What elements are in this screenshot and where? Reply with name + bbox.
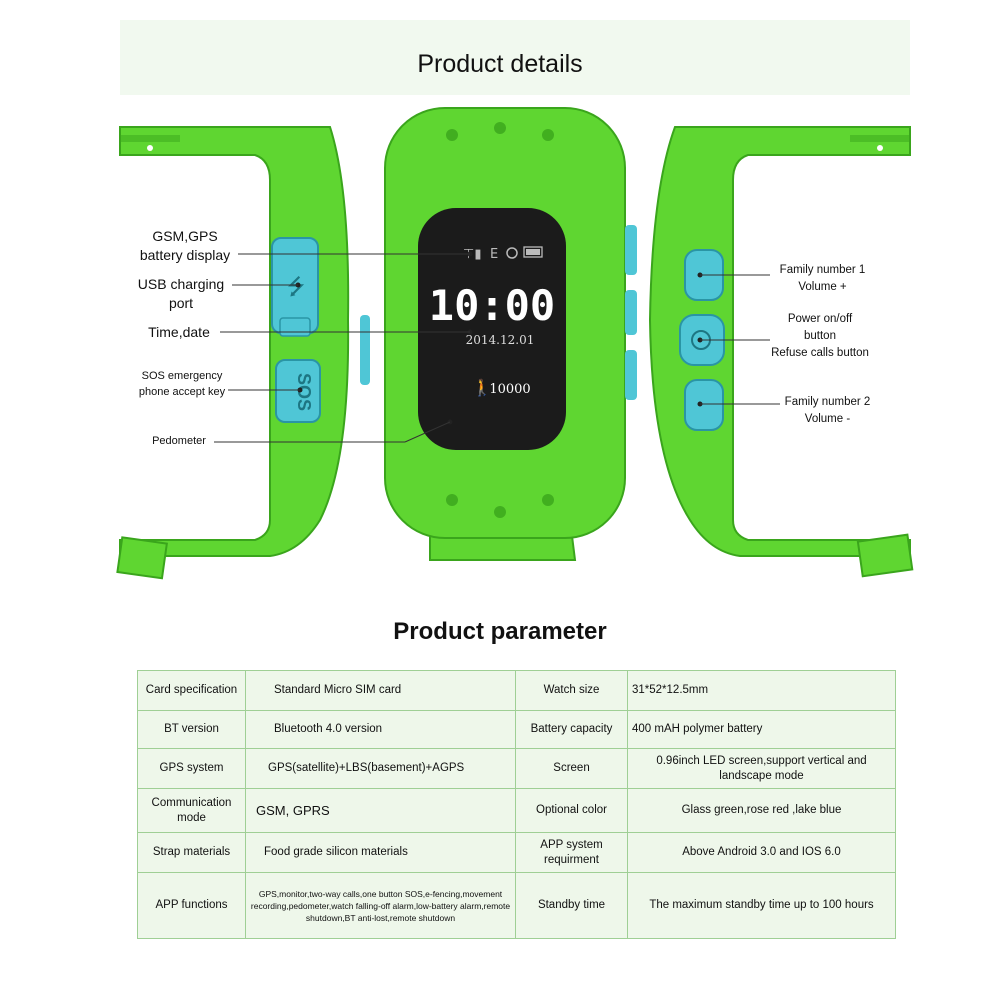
param-key: APP system requirment — [515, 832, 628, 873]
screen-steps: 10000 — [489, 382, 530, 397]
callout-pedometer: Pedometer — [152, 435, 206, 447]
callout-time-date: Time,date — [148, 324, 210, 340]
param-value: Food grade silicon materials — [245, 832, 516, 873]
param-value: Bluetooth 4.0 version — [245, 710, 516, 749]
params-title: Product parameter — [393, 618, 607, 645]
page-title: Product details — [417, 50, 583, 78]
param-value: 400 mAH polymer battery — [627, 710, 896, 749]
param-value: Glass green,rose red ,lake blue — [627, 788, 896, 833]
param-value: Above Android 3.0 and IOS 6.0 — [627, 832, 896, 873]
param-key: Communication mode — [137, 788, 246, 833]
param-value: Standard Micro SIM card — [245, 670, 516, 711]
param-value: 0.96inch LED screen,support vertical and… — [627, 748, 896, 789]
param-key: GPS system — [137, 748, 246, 789]
right-strap — [648, 126, 914, 578]
param-key: Standby time — [515, 872, 628, 939]
left-strap: ⭍ SOS — [116, 126, 370, 580]
param-value: GSM, GPRS — [245, 788, 516, 833]
params-table: Card specification Standard Micro SIM ca… — [137, 670, 896, 939]
table-row: GPS system GPS(satellite)+LBS(basement)+… — [137, 748, 896, 789]
param-key: Battery capacity — [515, 710, 628, 749]
param-key: Optional color — [515, 788, 628, 833]
table-row: BT version Bluetooth 4.0 version Battery… — [137, 710, 896, 749]
param-key: Screen — [515, 748, 628, 789]
table-row: Card specification Standard Micro SIM ca… — [137, 670, 896, 711]
watch-screen — [418, 208, 566, 450]
sos-label: SOS — [294, 373, 314, 411]
screen-time: 10:00 — [429, 281, 555, 330]
usb-icon: ⭍ — [287, 275, 305, 300]
walker-icon: 🚶 — [472, 378, 492, 397]
param-key: Watch size — [515, 670, 628, 711]
table-row: APP functions GPS,monitor,two-way calls,… — [137, 872, 896, 939]
param-key: Strap materials — [137, 832, 246, 873]
param-key: BT version — [137, 710, 246, 749]
param-value: GPS(satellite)+LBS(basement)+AGPS — [245, 748, 516, 789]
watch-body: ⊤▮ E 10:00 2014.12.01 🚶 10000 — [384, 107, 637, 561]
gps-icon — [506, 247, 518, 259]
header-band — [120, 20, 910, 95]
param-value: GPS,monitor,two-way calls,one button SOS… — [245, 872, 516, 939]
watch-illustration: ⭍ SOS ⊤▮ E 10:00 2014.12.01 🚶 10000 — [116, 107, 914, 580]
screen-date: 2014.12.01 — [466, 333, 535, 347]
status-e: E — [490, 247, 498, 262]
param-value: The maximum standby time up to 100 hours — [627, 872, 896, 939]
table-row: Strap materials Food grade silicon mater… — [137, 832, 896, 873]
param-key: Card specification — [137, 670, 246, 711]
param-key: APP functions — [137, 872, 246, 939]
battery-icon — [523, 246, 543, 258]
table-row: Communication mode GSM, GPRS Optional co… — [137, 788, 896, 833]
param-value: 31*52*12.5mm — [627, 670, 896, 711]
family2-button — [684, 379, 724, 431]
